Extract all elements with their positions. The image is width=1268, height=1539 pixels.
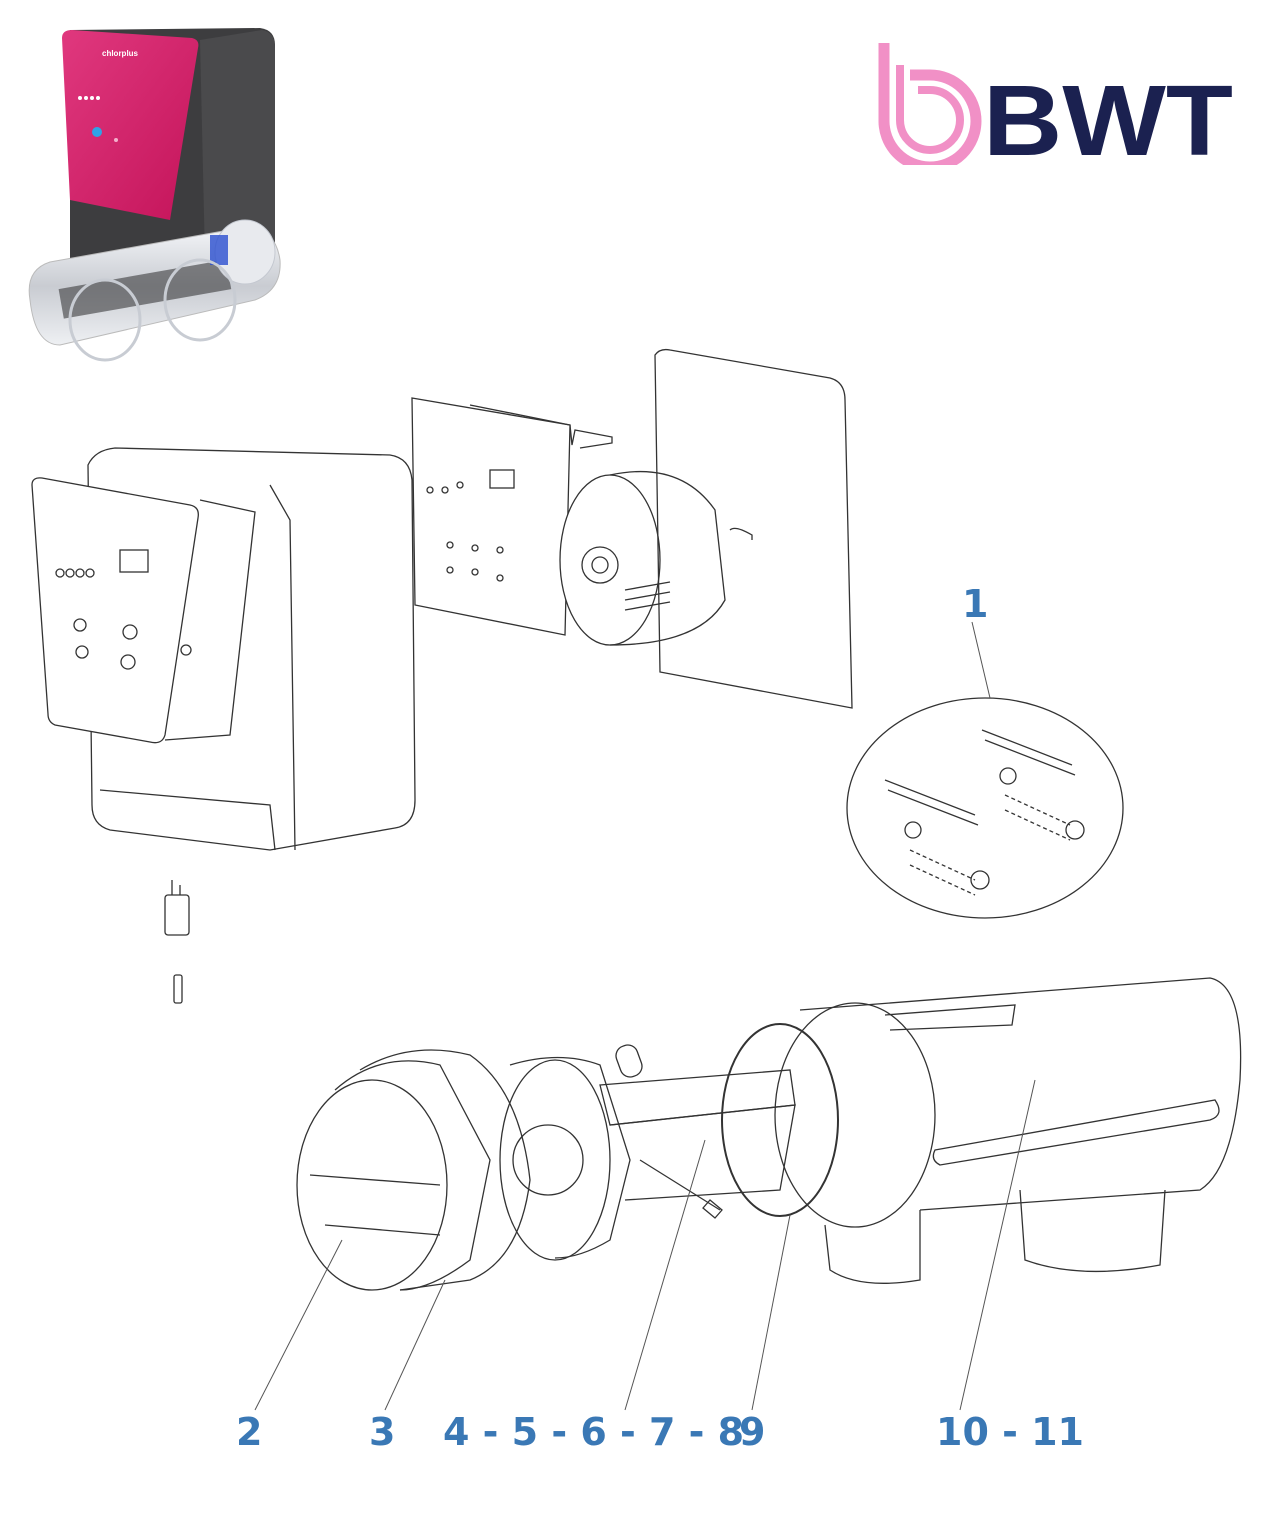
callout-2: 2	[236, 1410, 264, 1454]
electrode-plates	[599, 1044, 796, 1219]
callout-1: 1	[962, 582, 990, 626]
bwt-logo: BWT	[870, 35, 1240, 165]
callout-10-11: 10 - 11	[936, 1410, 1084, 1454]
cap-ring	[359, 1049, 531, 1291]
callout-9: 9	[739, 1410, 767, 1454]
product-photo-illustration: chlorplus	[28, 28, 281, 362]
callout-3: 3	[369, 1410, 397, 1454]
front-panel	[31, 477, 256, 744]
o-ring	[721, 1023, 839, 1217]
control-box-housing	[87, 447, 416, 851]
leader-lines	[254, 621, 1036, 1411]
cell-cap	[296, 1060, 491, 1291]
bwt-logo-mark: BWT	[878, 43, 1233, 165]
back-plate	[654, 348, 853, 709]
product-photo-brand-text: chlorplus	[102, 49, 139, 58]
electrode-holder	[499, 1056, 631, 1261]
fuse	[173, 974, 183, 1004]
fuse-holder	[164, 880, 190, 936]
circuit-board	[411, 397, 613, 636]
cell-body	[774, 977, 1242, 1284]
callout-4-8: 4 - 5 - 6 - 7 - 8	[443, 1410, 745, 1454]
product-photo: chlorplus	[0, 0, 300, 380]
svg-text:BWT: BWT	[983, 65, 1233, 165]
transformer	[559, 470, 726, 646]
bolt-kit-detail	[846, 697, 1124, 919]
